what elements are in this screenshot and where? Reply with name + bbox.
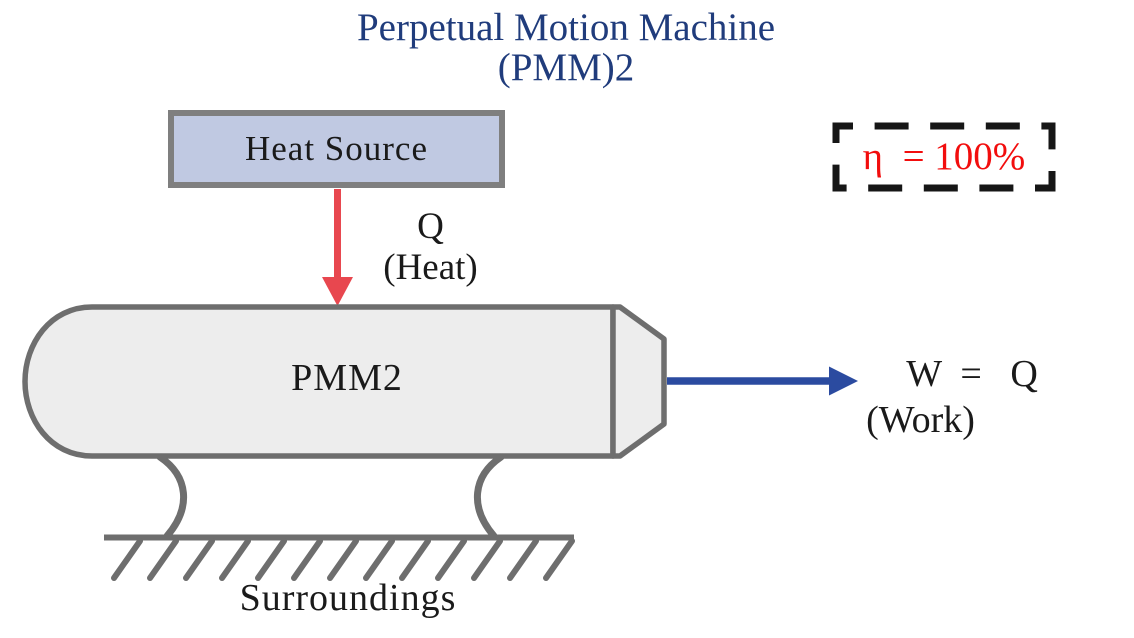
machine-label: PMM2 xyxy=(291,357,403,399)
heat-source-label: Heat Source xyxy=(244,129,428,168)
ground-hatching xyxy=(111,538,575,581)
diagram-title: Perpetual Motion Machine (PMM)2 xyxy=(283,8,849,88)
left-support-leg xyxy=(156,453,188,540)
work-equation-label: W = Q xyxy=(906,353,1038,395)
heat-flow-caption: (Heat) xyxy=(383,247,478,288)
right-support-leg xyxy=(473,453,505,540)
machine-nose-shape xyxy=(610,304,667,459)
heat-flow-symbol: Q xyxy=(417,206,444,247)
machine-body-shape xyxy=(22,304,616,459)
work-arrow-head-icon xyxy=(829,366,858,396)
heat-source-box xyxy=(168,110,505,188)
efficiency-value-label: η = 100% xyxy=(862,134,1026,178)
diagram-title-line1: Perpetual Motion Machine xyxy=(356,6,776,49)
heat-arrow-head-icon xyxy=(322,277,353,306)
efficiency-dashed-box xyxy=(832,122,1056,192)
work-caption-label: (Work) xyxy=(866,399,975,441)
diagram-title-line2: (PMM)2 xyxy=(497,46,635,89)
heat-flow-label: Q (Heat) xyxy=(348,206,513,288)
surroundings-label: Surroundings xyxy=(239,577,457,619)
